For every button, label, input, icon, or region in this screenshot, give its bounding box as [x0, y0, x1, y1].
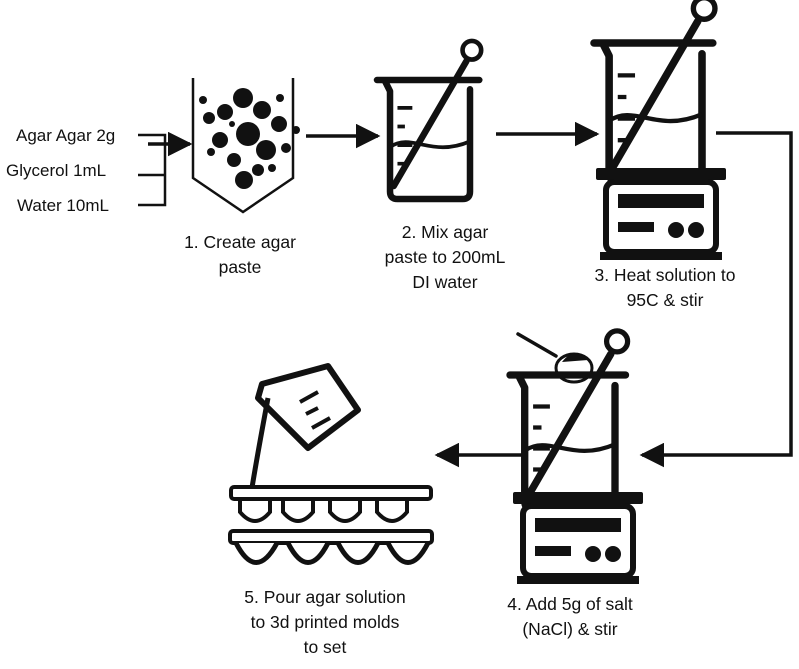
ingredient-water-label: Water 10mL — [17, 196, 109, 215]
funnel-hopper-with-particles-icon — [191, 78, 300, 214]
ingredient-bracket — [138, 133, 167, 207]
ingredient-glycerol-label: Glycerol 1mL — [6, 161, 107, 180]
beaker-with-stir-rod-icon — [377, 41, 481, 199]
hotplate-stirrer-icon — [596, 168, 726, 260]
ingredient-agar-label: Agar Agar 2g — [16, 126, 116, 145]
mold-tray-icon — [228, 485, 434, 565]
step-4-caption: 4. Add 5g of salt(NaCl) & stir — [507, 594, 633, 639]
measuring-cup-pouring-icon — [247, 363, 361, 501]
hotplate-stirrer-icon — [513, 492, 643, 584]
arrow-step3-to-step4 — [639, 131, 793, 468]
beaker-with-stir-rod-icon — [594, 0, 715, 181]
